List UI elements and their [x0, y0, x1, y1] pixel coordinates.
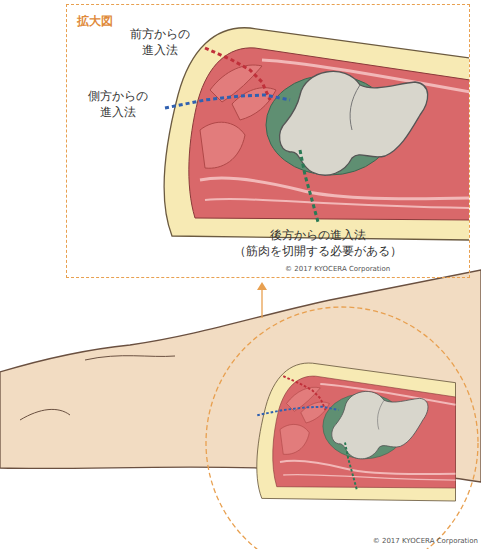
copyright: © 2017 KYOCERA Corporation — [285, 265, 390, 274]
zoom-circle — [206, 307, 478, 549]
skin-fold — [20, 409, 70, 420]
arrow-head — [257, 282, 267, 290]
copyright: © 2017 KYOCERA Corporation — [373, 537, 478, 546]
approach-label: 後方からの進入法 （筋肉を切開する必要がある） — [226, 227, 410, 259]
approach-label: 前方からの 進入法 — [126, 26, 194, 58]
inset-box: 拡大図 — [66, 4, 470, 278]
zoom-arrow — [261, 288, 262, 318]
skin-fold — [85, 356, 175, 360]
approach-label: 側方からの 進入法 — [84, 88, 152, 120]
zoomed-section — [164, 28, 469, 240]
leg-section — [257, 363, 456, 501]
